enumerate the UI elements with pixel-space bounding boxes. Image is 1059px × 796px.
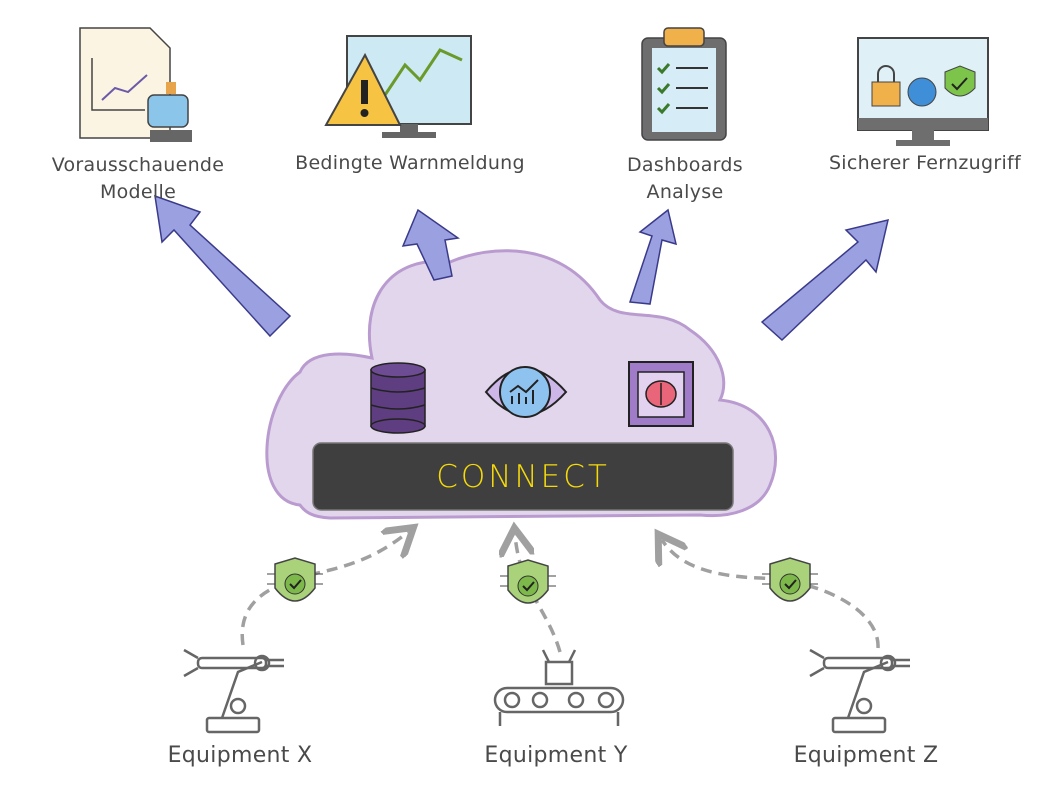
arrow-to-predictive	[154, 194, 292, 338]
robot-arm-icon	[809, 648, 910, 734]
shield-icons	[267, 557, 818, 604]
dashboards-label: Dashboards Analyse	[585, 152, 785, 206]
arrow-to-warning	[401, 208, 460, 281]
conveyor-icon	[493, 649, 625, 726]
label-line: Dashboards	[627, 154, 743, 176]
conditional-alert-label: Bedingte Warnmeldung	[270, 150, 550, 177]
connect-brand: CONNECT	[436, 458, 610, 495]
label-line: Bedingte Warnmeldung	[295, 152, 525, 174]
security-shield-icon	[762, 557, 818, 602]
robot-arm-icon	[183, 648, 284, 734]
dashed-link-x	[240, 532, 408, 646]
warning-monitor-icon	[324, 35, 472, 138]
arrow-to-remote	[760, 218, 890, 342]
predictive-models-label: Vorausschauende Modelle	[38, 152, 238, 206]
database-icon	[370, 362, 426, 434]
label-line: Vorausschauende	[51, 154, 225, 176]
arrow-to-dashboards	[628, 208, 678, 305]
arrows-up	[154, 194, 890, 342]
security-shield-icon	[267, 557, 323, 602]
clipboard-checklist-icon	[641, 27, 727, 141]
equipment-y-label: Equipment Y	[484, 743, 628, 768]
secure-monitor-icon	[857, 37, 989, 146]
label-line: Analyse	[646, 181, 724, 203]
label-line: Sicherer Fernzugriff	[828, 152, 1022, 174]
dashed-link-z	[662, 540, 880, 649]
connect-bar	[312, 442, 734, 511]
analytics-eye-icon	[484, 366, 568, 418]
secure-remote-access-label: Sicherer Fernzugriff	[800, 150, 1050, 177]
predictive-model-document-robot-icon	[79, 27, 192, 142]
security-shield-icon	[500, 559, 556, 604]
ai-chip-brain-icon	[628, 361, 694, 427]
equipment-z-label: Equipment Z	[793, 743, 939, 768]
label-line: Modelle	[99, 181, 177, 203]
equipment-x-label: Equipment X	[167, 743, 313, 768]
